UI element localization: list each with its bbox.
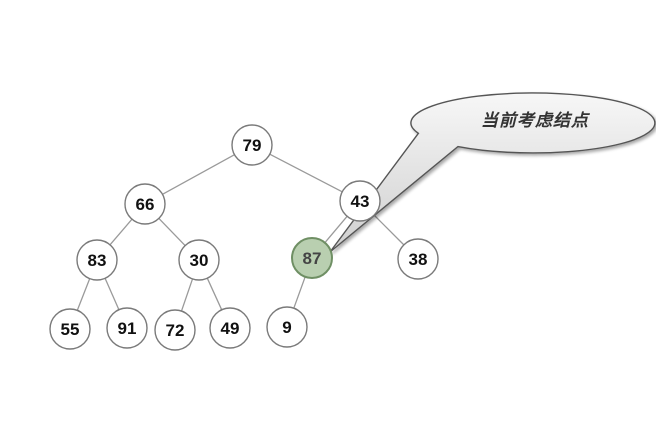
callout-shape (329, 92, 656, 253)
tree-edge (324, 215, 348, 244)
tree-nodes: 79 66 43 83 30 87 38 55 91 72 49 9 (49, 124, 439, 351)
node-circle (106, 307, 148, 349)
tree-node: 9 (266, 306, 308, 348)
tree-edge (104, 278, 120, 310)
node-circle (339, 180, 381, 222)
node-circle (291, 237, 333, 279)
node-circle (209, 307, 251, 349)
tree-edge (162, 154, 235, 195)
node-circle (49, 308, 91, 350)
tree-node: 55 (49, 308, 91, 350)
node-value: 49 (221, 319, 240, 338)
node-circle (231, 124, 273, 166)
node-value: 91 (118, 319, 137, 338)
node-value: 9 (282, 318, 291, 337)
node-circle (266, 306, 308, 348)
node-circle (397, 238, 439, 280)
node-value: 79 (243, 136, 262, 155)
node-value: 43 (351, 192, 370, 211)
tree-node: 91 (106, 307, 148, 349)
tree-node-current: 87 (291, 237, 333, 279)
node-value: 66 (136, 195, 155, 214)
tree-edge (180, 278, 194, 312)
node-value: 30 (190, 251, 209, 270)
node-value: 83 (88, 251, 107, 270)
tree-edges (76, 153, 405, 312)
tree-node: 30 (178, 239, 220, 281)
callout-bubble (329, 92, 656, 253)
tree-node: 72 (154, 309, 196, 351)
node-value: 38 (409, 250, 428, 269)
node-value: 72 (166, 321, 185, 340)
node-circle (124, 183, 166, 225)
tree-node: 79 (231, 124, 273, 166)
node-value: 55 (61, 320, 80, 339)
tree-node: 66 (124, 183, 166, 225)
node-value: 87 (303, 249, 322, 268)
tree-edge (373, 214, 405, 246)
node-circle (76, 239, 118, 281)
tree-node: 83 (76, 239, 118, 281)
tree-node: 49 (209, 307, 251, 349)
tree-edge (293, 276, 306, 309)
tree-edge (76, 278, 91, 311)
tree-edge (109, 218, 133, 246)
tree-edge (206, 277, 223, 311)
tree-node: 43 (339, 180, 381, 222)
tree-node: 38 (397, 238, 439, 280)
node-circle (178, 239, 220, 281)
callout-label: 当前考虑结点 (481, 111, 589, 131)
tree-edge (269, 153, 343, 193)
node-circle (154, 309, 196, 351)
tree-edge (158, 217, 186, 247)
